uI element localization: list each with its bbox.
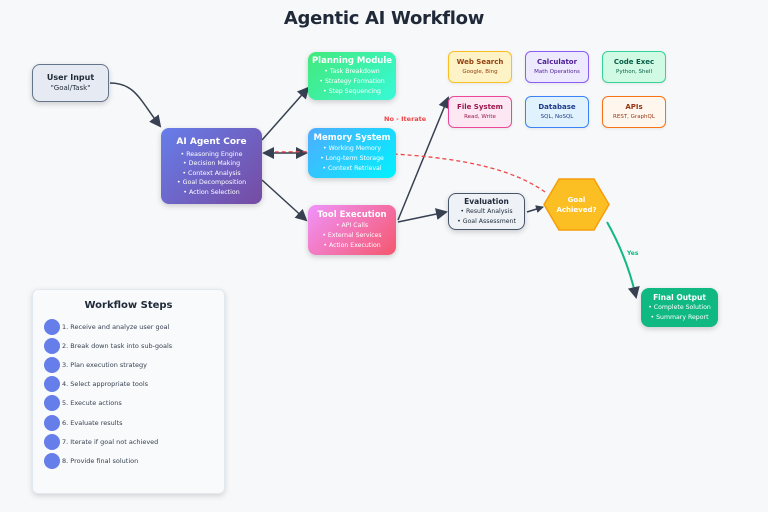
iterate-edge-label: No - Iterate bbox=[384, 115, 427, 123]
step-text: 2. Break down task into sub-goals bbox=[62, 342, 173, 351]
decision-line-2: Achieved? bbox=[556, 205, 597, 214]
ai-agent-core-node[interactable]: AI Agent Core • Reasoning Engine • Decis… bbox=[161, 128, 262, 204]
edge-core-to-planning bbox=[261, 86, 310, 141]
edge-yes-to-final bbox=[606, 221, 640, 299]
tool-box-subtitle: Google, Bing bbox=[462, 69, 498, 75]
user-input-node[interactable]: User Input "Goal/Task" bbox=[32, 64, 109, 102]
core-item: • Reasoning Engine bbox=[180, 150, 243, 158]
core-item: • Goal Decomposition bbox=[176, 179, 247, 187]
decision-label: Goal Achieved? bbox=[543, 178, 610, 231]
step-bullet-icon bbox=[44, 414, 60, 431]
step-text: 4. Select appropriate tools bbox=[62, 380, 149, 389]
tool-box-subtitle: SQL, NoSQL bbox=[540, 114, 574, 120]
workflow-step: 3. Plan execution strategy bbox=[44, 357, 148, 374]
core-title: AI Agent Core bbox=[176, 136, 247, 147]
workflow-step: 2. Break down task into sub-goals bbox=[44, 338, 173, 355]
workflow-steps-title: Workflow Steps bbox=[84, 300, 173, 311]
decision-hexagon[interactable] bbox=[543, 178, 610, 231]
planning-module-node[interactable]: Planning Module • Task Breakdown • Strat… bbox=[308, 52, 396, 100]
workflow-step: 6. Evaluate results bbox=[44, 414, 123, 431]
tool-box-subtitle: Read, Write bbox=[464, 114, 496, 120]
tool-box-title: Web Search bbox=[456, 58, 504, 66]
tool-box-subtitle: Python, Shell bbox=[616, 69, 652, 75]
memory-item: • Working Memory bbox=[323, 145, 381, 152]
edge-tool-to-filesystem bbox=[397, 96, 450, 221]
workflow-step: 4. Select appropriate tools bbox=[44, 376, 149, 393]
step-text: 8. Provide final solution bbox=[62, 456, 139, 465]
final-item: • Complete Solution bbox=[648, 304, 711, 311]
planning-item: • Task Breakdown bbox=[324, 68, 380, 75]
step-bullet-icon bbox=[44, 433, 60, 450]
evaluation-item: • Result Analysis bbox=[460, 208, 513, 215]
step-bullet-icon bbox=[44, 452, 60, 469]
step-text: 5. Execute actions bbox=[62, 399, 122, 408]
planning-title: Planning Module bbox=[311, 56, 393, 66]
edge-eval-to-decision bbox=[526, 205, 544, 213]
core-item: • Context Analysis bbox=[182, 169, 241, 177]
step-bullet-icon bbox=[44, 357, 60, 374]
tool-item: • API Calls bbox=[335, 222, 369, 229]
step-text: 1. Receive and analyze user goal bbox=[62, 323, 170, 331]
memory-item: • Long-term Storage bbox=[320, 155, 384, 162]
planning-item: • Strategy Formation bbox=[319, 78, 385, 85]
memory-system-node[interactable]: Memory System • Working Memory • Long-te… bbox=[308, 128, 396, 178]
workflow-steps-panel: Workflow Steps 1. Receive and analyze us… bbox=[32, 289, 225, 494]
core-item: • Decision Making bbox=[182, 160, 241, 168]
core-item: • Action Selection bbox=[183, 188, 240, 196]
edge-core-to-tool bbox=[261, 179, 308, 222]
evaluation-item: • Goal Assessment bbox=[457, 218, 516, 225]
step-text: 7. Iterate if goal not achieved bbox=[62, 437, 159, 446]
workflow-step: 5. Execute actions bbox=[44, 395, 122, 412]
tool-box-title: APIs bbox=[625, 103, 643, 111]
step-text: 3. Plan execution strategy bbox=[62, 361, 148, 370]
tool-box-title: Database bbox=[538, 103, 576, 111]
workflow-step: 1. Receive and analyze user goal bbox=[44, 319, 169, 335]
tool-box-subtitle: REST, GraphQL bbox=[613, 114, 655, 120]
step-bullet-icon bbox=[44, 338, 60, 355]
tool-item: • External Services bbox=[322, 232, 382, 239]
step-bullet-icon bbox=[44, 319, 60, 335]
edge-user-to-core bbox=[109, 82, 162, 128]
tool-item: • Action Execution bbox=[323, 242, 381, 249]
step-text: 6. Evaluate results bbox=[62, 418, 123, 427]
tool-title: Tool Execution bbox=[317, 210, 387, 220]
final-item: • Summary Report bbox=[650, 314, 709, 321]
page-title: Agentic AI Workflow bbox=[283, 8, 485, 29]
tool-execution-node[interactable]: Tool Execution • API Calls • External Se… bbox=[308, 205, 396, 255]
yes-edge-label: Yes bbox=[627, 250, 639, 257]
step-bullet-icon bbox=[44, 395, 60, 412]
user-input-title: User Input bbox=[46, 73, 95, 82]
tool-box-subtitle: Math Operations bbox=[534, 69, 580, 75]
final-title: Final Output bbox=[653, 293, 706, 302]
memory-item: • Context Retrieval bbox=[322, 165, 382, 172]
evaluation-node[interactable]: Evaluation • Result Analysis • Goal Asse… bbox=[448, 193, 525, 230]
decision-line-1: Goal bbox=[567, 195, 586, 204]
evaluation-title: Evaluation bbox=[464, 197, 509, 206]
step-bullet-icon bbox=[44, 376, 60, 393]
edge-tool-to-eval bbox=[397, 208, 448, 223]
planning-item: • Step Sequencing bbox=[323, 88, 381, 95]
user-input-subtitle: "Goal/Task" bbox=[50, 84, 91, 92]
tool-box-title: Code Exec bbox=[613, 58, 655, 66]
workflow-step: 7. Iterate if goal not achieved bbox=[44, 433, 159, 450]
workflow-step: 8. Provide final solution bbox=[44, 452, 139, 469]
final-output-node[interactable]: Final Output • Complete Solution • Summa… bbox=[641, 288, 718, 327]
tool-box-title: Calculator bbox=[536, 58, 578, 66]
memory-title: Memory System bbox=[313, 133, 391, 143]
tool-box-title: File System bbox=[457, 103, 503, 111]
